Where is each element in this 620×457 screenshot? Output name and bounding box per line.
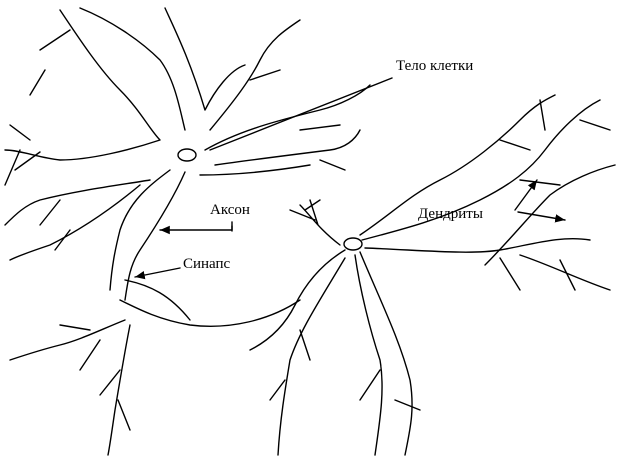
nucleus-1 <box>177 148 197 162</box>
neuron-1 <box>4 7 371 456</box>
axon-label: Аксон <box>210 202 250 218</box>
cell-body-pointer-line <box>209 77 393 151</box>
synapse-arrow <box>134 267 181 280</box>
synapse-label: Синапс <box>183 256 231 272</box>
dendrites-label: Дендриты <box>418 206 483 222</box>
dendrite-arrow-1 <box>514 179 538 211</box>
nucleus-2 <box>343 237 363 251</box>
dendrite-arrow-2 <box>517 211 566 223</box>
axon-arrow-shaft <box>159 221 233 235</box>
cell-body-label: Тело клетки <box>396 58 474 74</box>
neuron-2 <box>249 94 616 456</box>
